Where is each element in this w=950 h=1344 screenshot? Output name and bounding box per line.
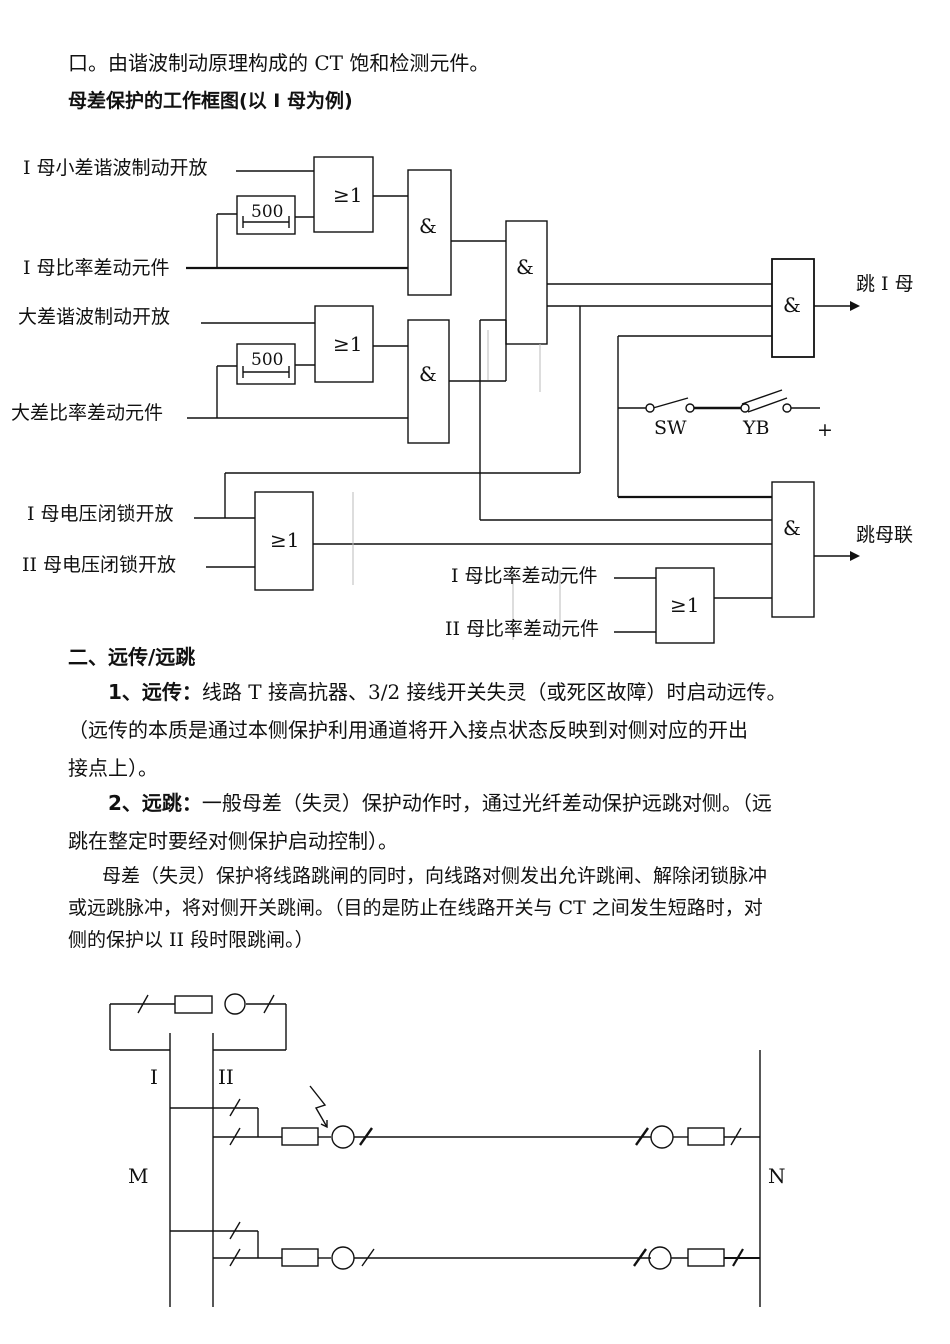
plus-label: + [817,419,833,441]
coupler-breaker [224,993,246,1015]
line-system-diagram: I II M N [109,993,786,1307]
line1-ct-n [687,1127,725,1146]
line1-breaker-m [331,1125,355,1149]
diagram-label: & [783,516,801,540]
diagram-label: & [516,255,534,279]
output-trip-i-bus: 跳 I 母 [856,273,914,295]
input-ii-voltage-lock: II 母电压闭锁开放 [22,554,176,576]
or-gate-3 [254,491,314,591]
input-i-voltage-lock: I 母电压闭锁开放 [27,503,174,525]
line2-breaker-m [331,1246,355,1270]
line1-ct-m [281,1127,319,1146]
or-gate-1 [313,156,374,233]
or-gate-4 [655,567,715,644]
and-gate-trip-i [771,258,815,358]
diagram-label: & [783,293,801,317]
fault-lightning-icon [309,1085,328,1128]
label-remote-transfer: 1、远传： [108,680,202,704]
output-trip-coupler: 跳母联 [856,524,913,546]
bus-diff-logic-diagram: ≥1 ≥1 ≥1 ≥1 & & & & & 500 500 I 母小差谐波制动开… [11,156,914,644]
delay-block-2 [236,343,296,385]
line2-ct-n [687,1248,725,1267]
section-title: 二、远传/远跳 [68,645,196,669]
text-line-intro: 口。由谐波制动原理构成的 CT 饱和检测元件。 [68,51,490,75]
diagram-label: ≥1 [333,332,362,356]
bus-ii-label: II [218,1065,234,1089]
and-gate-3 [505,220,548,345]
input-big-diff-harmonic: 大差谐波制动开放 [18,306,170,328]
input-i-small-diff-harmonic: I 母小差谐波制动开放 [23,157,208,179]
bus-i-label: I [150,1065,158,1089]
line2-ct-m [281,1248,319,1267]
diagram-label: 500 [251,350,283,370]
line1-breaker-n [650,1125,674,1149]
diagram-label: ≥1 [670,593,699,617]
or-gate-2 [314,305,374,383]
diagram-label: & [419,362,437,386]
paragraph-remote-trip: 2、远跳：一般母差（失灵）保护动作时，通过光纤差动保护远跳对侧。（远 跳在整定时… [68,791,772,853]
diagram-label: ≥1 [270,528,299,552]
paragraph-remote-transfer: 1、远传：线路 T 接高抗器、3/2 接线开关失灵（或死区故障）时启动远传。 （… [68,680,787,780]
input-big-ratio-diff: 大差比率差动元件 [11,402,163,424]
line2-breaker-n [648,1246,672,1270]
label-remote-trip: 2、远跳： [108,791,202,815]
arrow-trip-coupler [850,551,860,561]
and-gate-trip-coupler [771,481,815,618]
station-n-label: N [768,1164,786,1188]
input-i-ratio-diff-2: I 母比率差动元件 [451,565,598,587]
switch-sw-label: SW [654,417,687,439]
delay-block-1 [236,195,296,235]
diagram-label: 500 [251,202,283,222]
input-ii-ratio-diff-2: II 母比率差动元件 [445,618,599,640]
diagram-heading: 母差保护的工作框图(以 I 母为例) [68,90,353,112]
diagram-label: ≥1 [333,183,362,207]
and-gate-1 [407,169,452,296]
input-i-ratio-diff: I 母比率差动元件 [23,257,170,279]
switch-yb-label: YB [742,417,770,439]
station-m-label: M [128,1164,148,1188]
diagram-label: & [419,214,437,238]
arrow-trip-i [850,301,860,311]
paragraph-explanation: 母差（失灵）保护将线路跳闸的同时，向线路对侧发出允许跳闸、解除闭锁脉冲 或远跳脉… [68,865,768,951]
coupler-ct [174,995,213,1014]
